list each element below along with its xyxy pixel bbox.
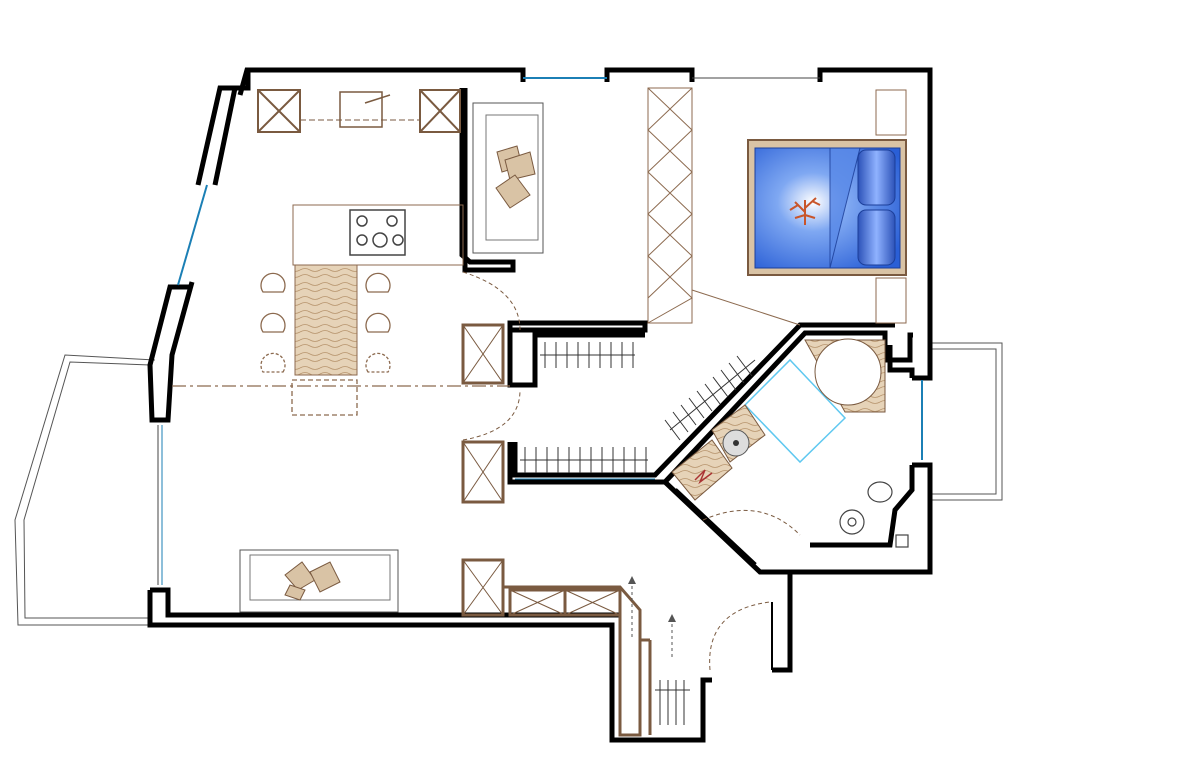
bed <box>747 139 907 276</box>
kitchen-counter <box>257 89 461 133</box>
door-leaves <box>712 524 773 670</box>
dining-chairs <box>172 272 510 416</box>
kitchen-cabinet-1 <box>257 89 301 133</box>
balcony-west <box>14 354 156 626</box>
entry-arrows <box>631 580 673 660</box>
sofa-north <box>472 102 544 254</box>
bathtub <box>804 338 886 413</box>
wardrobe-hangers <box>520 342 756 725</box>
washbasin <box>671 404 766 501</box>
exterior-wall <box>147 67 933 743</box>
doors <box>462 271 801 671</box>
dining-table <box>294 264 358 376</box>
kitchen-cabinet-2 <box>419 89 461 133</box>
coral-decor-icon <box>789 197 821 225</box>
kitchen-sink <box>339 91 391 128</box>
windows <box>157 77 923 585</box>
wardrobe-units <box>461 323 652 737</box>
arrow-heads <box>628 576 676 622</box>
bedroom-shelving <box>647 87 907 326</box>
balcony-east <box>930 342 1003 501</box>
toilet <box>839 481 909 548</box>
sofa-south <box>239 549 399 613</box>
cooktop <box>349 209 406 256</box>
bathroom-tile <box>743 358 847 464</box>
kitchen-island <box>292 204 464 266</box>
